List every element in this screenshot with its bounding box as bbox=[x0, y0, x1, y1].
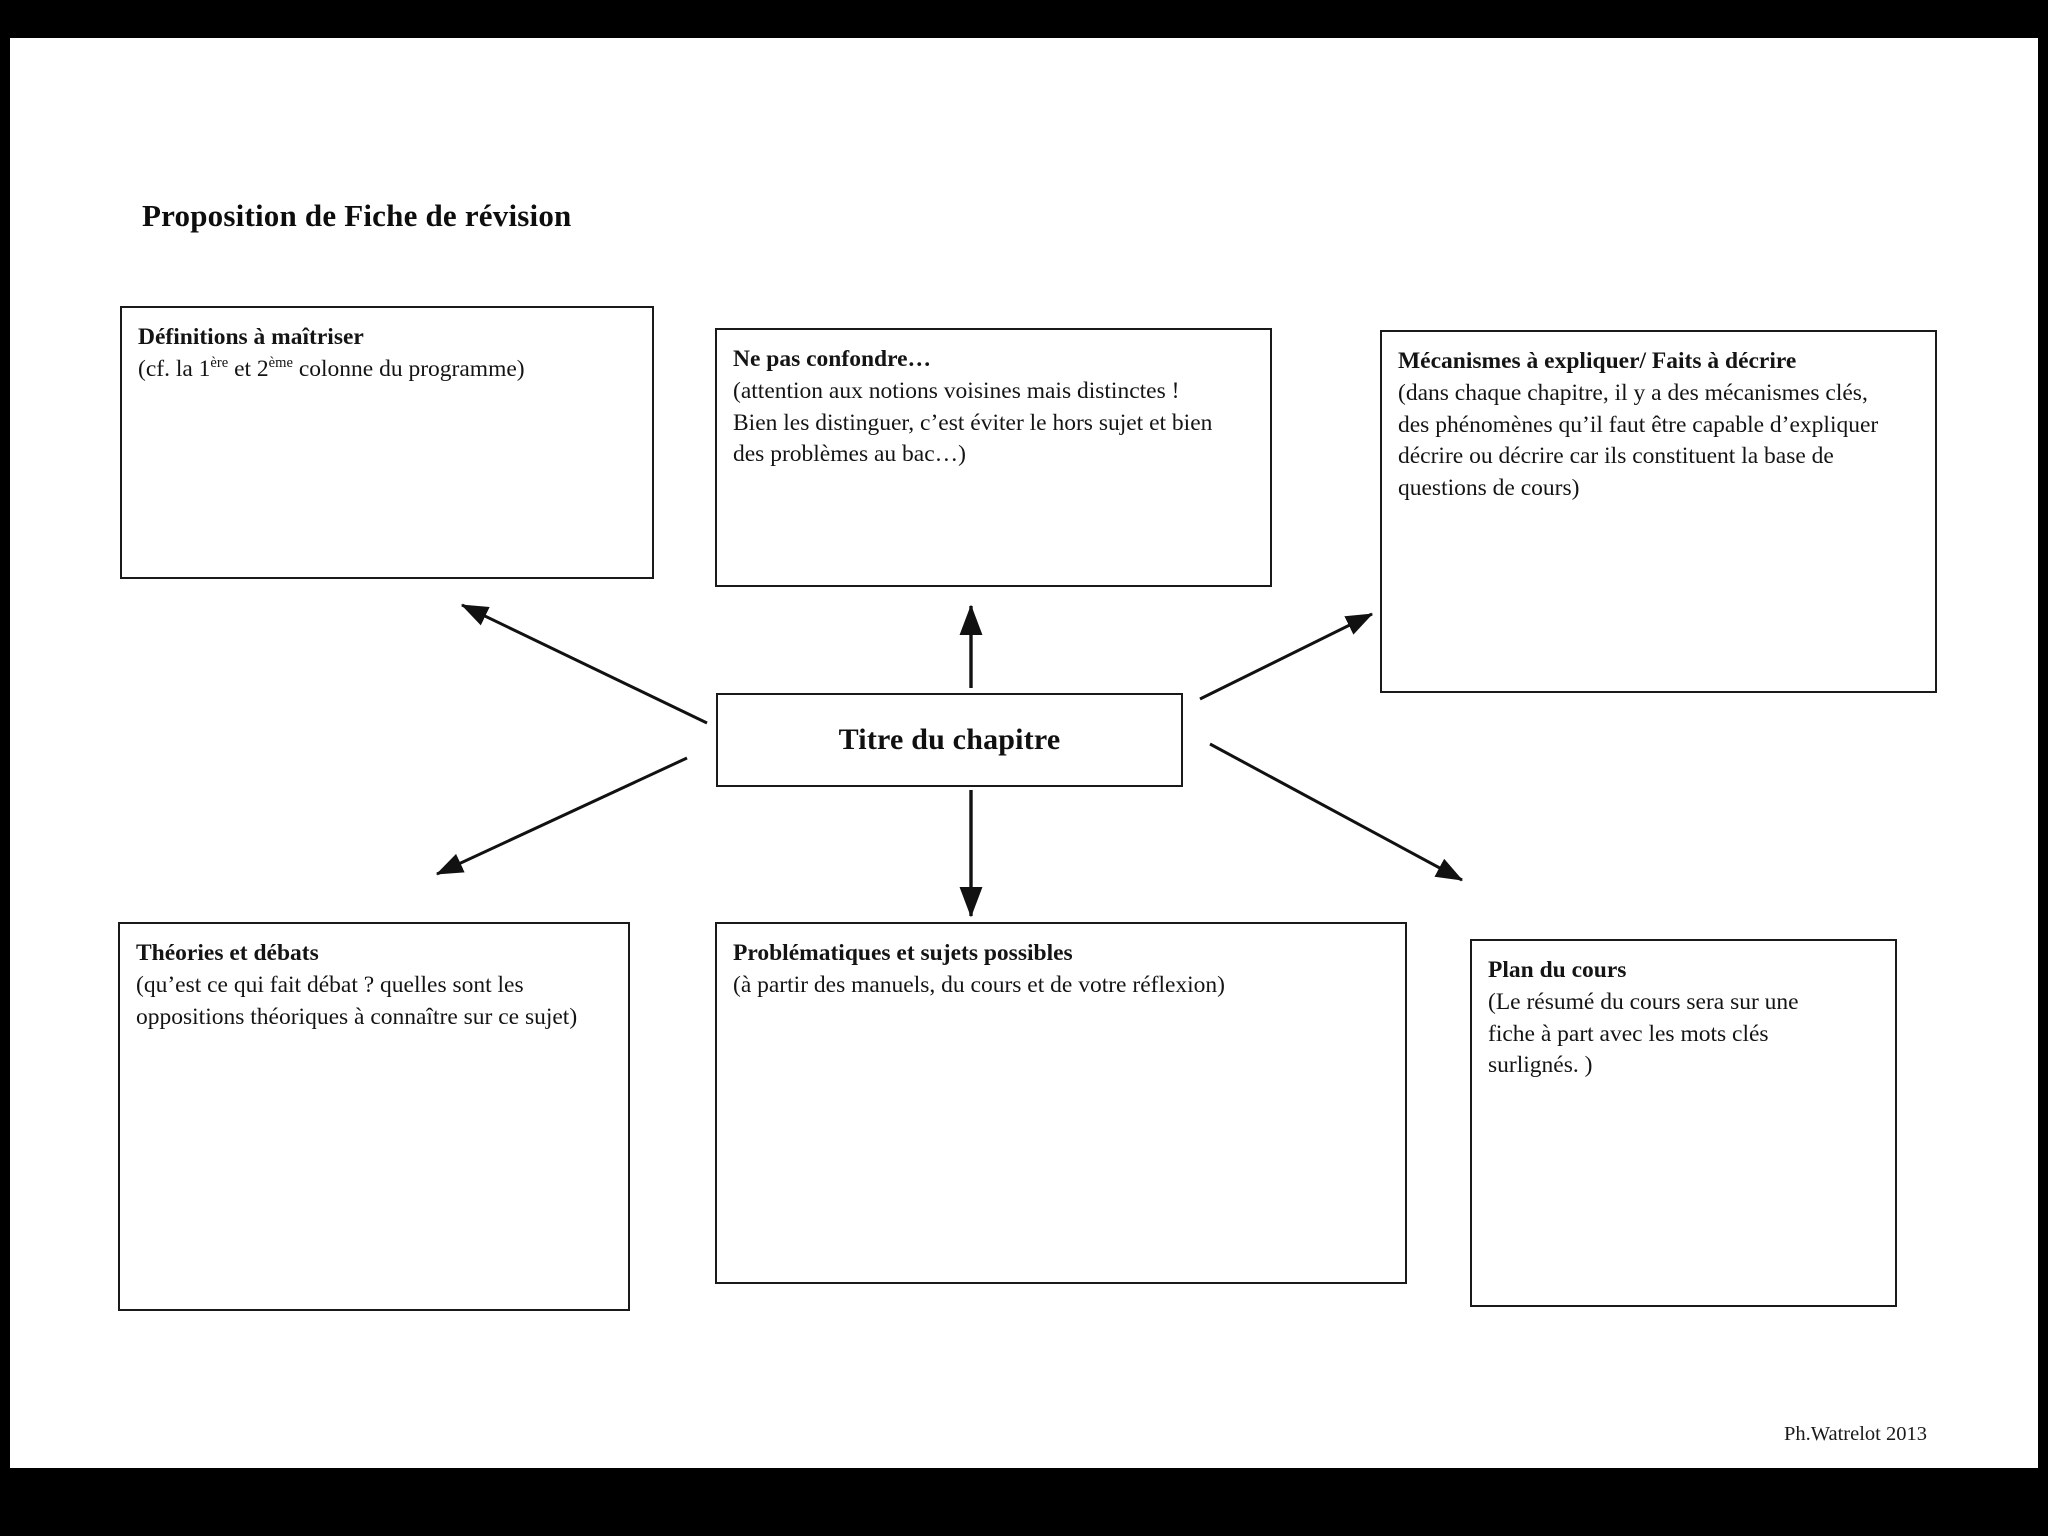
node-theories-body: (qu’est ce qui fait débat ? quelles sont… bbox=[136, 972, 578, 1030]
node-mecanismes-body: (dans chaque chapitre, il y a des mécani… bbox=[1398, 380, 1879, 501]
node-plan-heading: Plan du cours bbox=[1488, 957, 1627, 983]
letterbox-right bbox=[2038, 38, 2048, 1468]
node-definitions-heading: Définitions à maîtriser bbox=[138, 324, 364, 350]
letterbox-top bbox=[0, 0, 2048, 38]
node-definitions-body: (cf. la 1ère et 2ème colonne du programm… bbox=[138, 354, 636, 385]
node-theories-heading: Théories et débats bbox=[136, 940, 319, 966]
slide-canvas: Proposition de Fiche de révision bbox=[10, 38, 2038, 1468]
arrow-center-to-plan bbox=[1209, 742, 1464, 882]
node-mecanismes-heading: Mécanismes à expliquer/ Faits à décrire bbox=[1398, 348, 1797, 374]
node-definitions-body-suffix: colonne du programme) bbox=[292, 356, 525, 383]
node-plan-body: (Le résumé du cours sera sur une fiche à… bbox=[1488, 989, 1799, 1079]
node-ne-pas-confondre[interactable]: Ne pas confondre… (attention aux notions… bbox=[715, 328, 1272, 587]
author-credit: Ph.Watrelot 2013 bbox=[1784, 1423, 1927, 1445]
arrow-center-to-mecanismes bbox=[1199, 612, 1374, 701]
page-title: Proposition de Fiche de révision bbox=[142, 198, 572, 233]
node-definitions-sup-1: ère bbox=[210, 355, 229, 372]
node-definitions-body-mid: et 2 bbox=[228, 356, 269, 383]
center-label: Titre du chapitre bbox=[838, 723, 1061, 756]
node-problematiques[interactable]: Problématiques et sujets possibles (à pa… bbox=[715, 922, 1407, 1284]
node-confondre-body: (attention aux notions voisines mais dis… bbox=[733, 378, 1213, 468]
node-mecanismes[interactable]: Mécanismes à expliquer/ Faits à décrire … bbox=[1380, 330, 1937, 693]
letterbox-bottom bbox=[0, 1468, 2048, 1536]
node-definitions-sup-2: ème bbox=[268, 355, 293, 372]
letterbox-left bbox=[0, 38, 10, 1468]
node-center-titre-du-chapitre[interactable]: Titre du chapitre bbox=[716, 693, 1183, 787]
node-plan-du-cours[interactable]: Plan du cours (Le résumé du cours sera s… bbox=[1470, 939, 1897, 1307]
node-problematiques-body: (à partir des manuels, du cours et de vo… bbox=[733, 972, 1226, 999]
arrow-center-to-definitions bbox=[460, 603, 708, 725]
node-definitions-body-prefix: (cf. la 1 bbox=[138, 356, 211, 383]
node-definitions[interactable]: Définitions à maîtriser (cf. la 1ère et … bbox=[120, 306, 654, 579]
node-confondre-heading: Ne pas confondre… bbox=[733, 346, 932, 372]
node-problematiques-heading: Problématiques et sujets possibles bbox=[733, 940, 1073, 966]
node-theories-et-debats[interactable]: Théories et débats (qu’est ce qui fait d… bbox=[118, 922, 630, 1311]
slide-content: Proposition de Fiche de révision bbox=[10, 38, 2038, 1468]
arrow-center-to-theories bbox=[435, 756, 688, 876]
